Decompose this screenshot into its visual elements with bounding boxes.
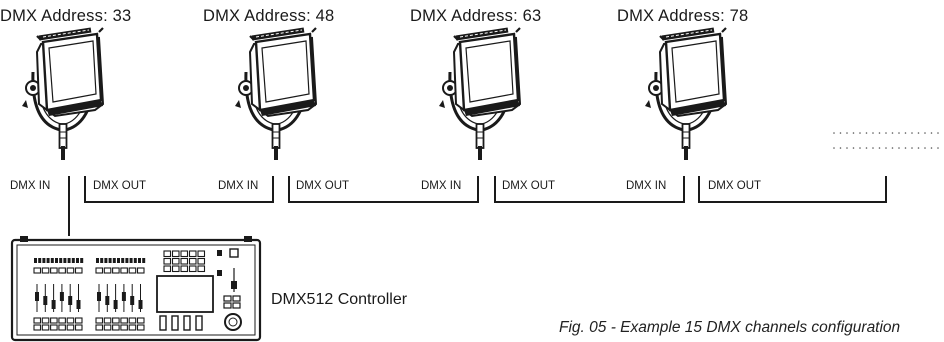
fixture-3-light-icon	[439, 28, 520, 160]
fixture-3-dmx-in-label: DMX IN	[421, 180, 462, 192]
fixture-1-light-icon	[22, 28, 103, 160]
fixture-1-dmx-out-label: DMX OUT	[93, 180, 147, 192]
fixture-1-address-label: DMX Address: 33	[0, 7, 132, 25]
fixture-4-dmx-in-label: DMX IN	[626, 180, 667, 192]
fixture-4-address-label: DMX Address: 78	[617, 7, 749, 25]
fixture-3-address-label: DMX Address: 63	[410, 7, 542, 25]
continuation-dots	[833, 132, 939, 149]
controller-label: DMX512 Controller	[271, 291, 408, 308]
fixture-2-light-icon	[235, 28, 316, 160]
fixture-2-dmx-in-label: DMX IN	[218, 180, 259, 192]
figure-caption: Fig. 05 - Example 15 DMX channels config…	[559, 319, 901, 336]
fixture-2-dmx-out-label: DMX OUT	[296, 180, 350, 192]
fixture-4-dmx-out-label: DMX OUT	[708, 180, 762, 192]
fixture-1-dmx-in-label: DMX IN	[10, 180, 51, 192]
dmx512-controller-icon	[10, 236, 262, 342]
dmx-cable-lines	[68, 176, 887, 236]
fixture-2-address-label: DMX Address: 48	[203, 7, 335, 25]
fixture-4-light-icon	[645, 28, 726, 160]
fixture-3-dmx-out-label: DMX OUT	[502, 180, 556, 192]
